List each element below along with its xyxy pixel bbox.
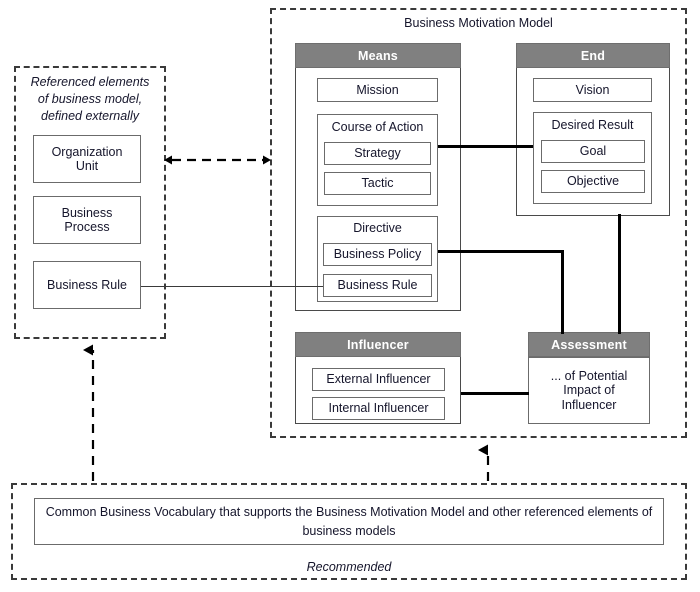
assessment-header: Assessment [528, 332, 650, 357]
external-title-line-1: Referenced elements [30, 75, 150, 89]
node-objective[interactable]: Objective [541, 170, 645, 193]
external-title-line-3: defined externally [41, 108, 139, 123]
vocabulary-box: Common Business Vocabulary that supports… [34, 498, 664, 545]
group-desired-result-title: Desired Result [551, 118, 634, 132]
node-business-policy[interactable]: Business Policy [323, 243, 432, 266]
node-internal-influencer[interactable]: Internal Influencer [312, 397, 445, 420]
node-goal[interactable]: Goal [541, 140, 645, 163]
business-process-line-2: Process [64, 220, 110, 234]
group-directive-title: Directive [353, 221, 402, 235]
influencer-header: Influencer [295, 332, 461, 357]
connector-directive-to-assessment-h [438, 250, 563, 253]
connector-course-of-action-to-end [438, 145, 533, 148]
organization-unit-line-2: Unit [75, 159, 99, 173]
node-tactic[interactable]: Tactic [324, 172, 431, 195]
assessment-body-line-3: Influencer [561, 397, 617, 412]
assessment-body-line-1: ... of Potential [550, 368, 628, 383]
node-external-influencer[interactable]: External Influencer [312, 368, 445, 391]
group-course-of-action-title: Course of Action [331, 120, 424, 134]
connector-influencer-to-assessment [461, 392, 529, 395]
node-organization-unit[interactable]: Organization Unit [33, 135, 141, 183]
external-elements-container [14, 66, 166, 339]
external-title-line-2: of business model, [37, 91, 143, 106]
connector-directive-to-assessment-v [561, 250, 564, 334]
assessment-panel-body: ... of Potential Impact of Influencer [528, 357, 650, 424]
bmm-title: Business Motivation Model [404, 16, 553, 30]
means-header: Means [295, 43, 461, 68]
vocabulary-caption: Recommended [306, 560, 392, 574]
node-business-rule-external[interactable]: Business Rule [33, 261, 141, 309]
node-business-rule-directive[interactable]: Business Rule [323, 274, 432, 297]
node-mission[interactable]: Mission [317, 78, 438, 102]
assessment-body-line-2: Impact of [563, 383, 615, 398]
bmm-container [270, 8, 687, 438]
connector-end-to-assessment [618, 214, 621, 334]
node-vision[interactable]: Vision [533, 78, 652, 102]
external-elements-title: Referenced elements of business model, d… [14, 74, 166, 125]
organization-unit-line-1: Organization [51, 144, 123, 159]
end-header: End [516, 43, 670, 68]
vocabulary-container [11, 483, 687, 580]
connector-business-rule-link [141, 286, 323, 288]
business-process-line-1: Business [61, 205, 113, 220]
node-strategy[interactable]: Strategy [324, 142, 431, 165]
node-business-process[interactable]: Business Process [33, 196, 141, 244]
